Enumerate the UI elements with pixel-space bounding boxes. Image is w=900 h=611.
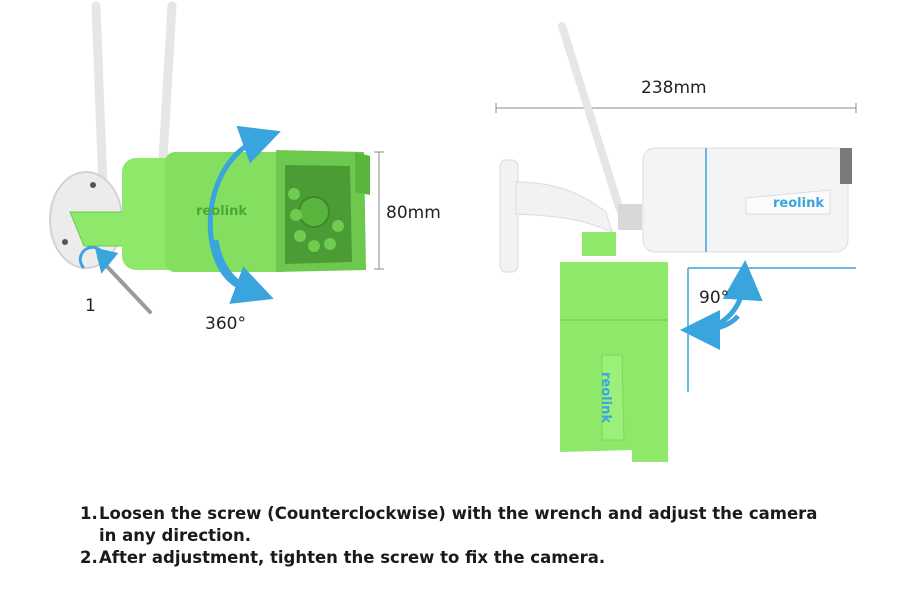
green-joint [582, 232, 616, 256]
step-number: 1. [80, 504, 98, 523]
instruction-step: 1. Loosen the screw (Counterclockwise) w… [80, 503, 840, 547]
tilt-label: 90° [699, 288, 730, 308]
antenna-left [91, 1, 108, 193]
joint [618, 204, 642, 230]
step-text: Loosen the screw (Counterclockwise) with… [99, 504, 818, 545]
camera-sleeve [165, 152, 290, 272]
step-text: After adjustment, tighten the screw to f… [99, 548, 606, 567]
rotate-arrow-up [207, 125, 281, 289]
brand-logo-vertical: reolink [597, 372, 613, 423]
left-camera [49, 1, 384, 314]
step-number: 2. [80, 548, 98, 567]
mount-screw-top [90, 182, 96, 188]
height-label: 80mm [386, 203, 441, 223]
rotate-arrow-down [213, 239, 274, 304]
logo-plate [745, 189, 831, 215]
antenna-right [157, 1, 177, 180]
tilt-arrow-back [680, 309, 740, 350]
length-label: 238mm [641, 78, 707, 98]
mount-arm [515, 181, 613, 233]
mount-screw-bottom [62, 239, 68, 245]
brand-logo-horizontal: reolink [773, 196, 824, 211]
instruction-step: 2. After adjustment, tighten the screw t… [80, 547, 840, 569]
right-camera [495, 22, 857, 462]
lens [298, 196, 330, 228]
logo-plate-vertical [601, 354, 625, 441]
wall-mount-plate [499, 159, 519, 273]
camera-visor [840, 148, 852, 184]
rotation-label: 360° [205, 314, 246, 334]
camera-visor [355, 152, 370, 195]
instructions-list: 1. Loosen the screw (Counterclockwise) w… [80, 503, 840, 569]
screw-rotation-arrow [78, 245, 119, 274]
brand-logo: reolink [196, 204, 247, 219]
ir-leds [288, 188, 344, 252]
antenna [558, 22, 624, 214]
screw-label: 1 [85, 296, 96, 316]
